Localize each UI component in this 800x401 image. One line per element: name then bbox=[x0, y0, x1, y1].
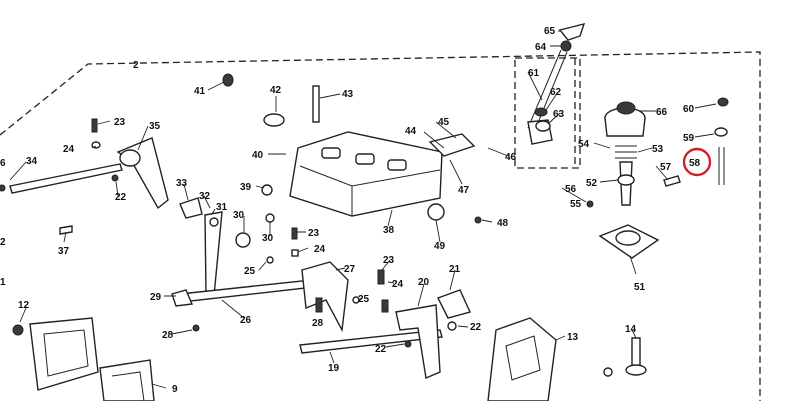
callout-40: 40 bbox=[252, 150, 264, 161]
callout-42: 42 bbox=[270, 85, 282, 96]
callout-2b: 2 bbox=[0, 237, 6, 248]
callout-35: 35 bbox=[149, 121, 161, 132]
shift-rods bbox=[59, 225, 471, 379]
selector-linkage bbox=[179, 197, 299, 297]
callout-26: 26 bbox=[240, 315, 252, 326]
callout-22c: 22 bbox=[375, 344, 387, 355]
callout-9: 9 bbox=[172, 384, 178, 395]
callout-1: 1 bbox=[0, 277, 6, 288]
callout-37: 37 bbox=[58, 246, 70, 257]
callout-59: 59 bbox=[683, 133, 695, 144]
callout-24c: 24 bbox=[392, 279, 404, 290]
callout-29: 29 bbox=[150, 292, 162, 303]
callout-41: 41 bbox=[194, 86, 206, 97]
cover-plates bbox=[12, 317, 155, 401]
callout-34: 34 bbox=[26, 156, 38, 167]
callout-38: 38 bbox=[383, 225, 395, 236]
callout-14: 14 bbox=[625, 324, 637, 335]
callout-30: 30 bbox=[233, 210, 245, 221]
callout-2: 2 bbox=[133, 60, 139, 71]
callout-28b: 28 bbox=[312, 318, 324, 329]
callout-36: 6 bbox=[0, 158, 6, 169]
callout-23: 23 bbox=[114, 117, 126, 128]
callout-32: 32 bbox=[199, 191, 211, 202]
callout-45: 45 bbox=[438, 117, 450, 128]
callout-55: 55 bbox=[570, 199, 582, 210]
callout-21: 21 bbox=[449, 264, 461, 275]
callout-43: 43 bbox=[342, 89, 354, 100]
callout-53: 53 bbox=[652, 144, 664, 155]
callout-52: 52 bbox=[586, 178, 598, 189]
callout-27: 27 bbox=[344, 264, 356, 275]
callout-58: 58 bbox=[689, 158, 701, 169]
callout-47: 47 bbox=[458, 185, 470, 196]
callout-39: 39 bbox=[240, 182, 252, 193]
transmission-case bbox=[487, 317, 647, 401]
callout-54: 54 bbox=[578, 139, 590, 150]
callout-25b: 25 bbox=[358, 294, 370, 305]
callout-61: 61 bbox=[528, 68, 540, 79]
callout-57: 57 bbox=[660, 162, 672, 173]
gear-selector-tower bbox=[586, 97, 729, 259]
callout-33: 33 bbox=[176, 178, 188, 189]
callout-22: 22 bbox=[115, 192, 127, 203]
callout-46: 46 bbox=[505, 152, 517, 163]
callout-22b: 22 bbox=[470, 322, 482, 333]
callout-24b: 24 bbox=[314, 244, 326, 255]
callout-51: 51 bbox=[634, 282, 646, 293]
callout-28: 28 bbox=[162, 330, 174, 341]
assembly-boundary bbox=[0, 51, 761, 401]
callout-20: 20 bbox=[418, 277, 430, 288]
callout-23b: 23 bbox=[308, 228, 320, 239]
callout-30b: 30 bbox=[262, 233, 274, 244]
callout-64: 64 bbox=[535, 42, 547, 53]
callout-44: 44 bbox=[405, 126, 417, 137]
callout-24: 24 bbox=[63, 144, 75, 155]
callout-23c: 23 bbox=[383, 255, 395, 266]
callout-48: 48 bbox=[497, 218, 509, 229]
callout-12: 12 bbox=[18, 300, 30, 311]
shift-arm bbox=[0, 118, 169, 210]
callout-63: 63 bbox=[553, 109, 565, 120]
callout-19: 19 bbox=[328, 363, 340, 374]
callout-65: 65 bbox=[544, 26, 556, 37]
shift-lever bbox=[527, 23, 586, 145]
shift-housing bbox=[222, 73, 482, 224]
callout-13: 13 bbox=[567, 332, 579, 343]
leader-lines bbox=[9, 30, 717, 389]
callout-49: 49 bbox=[434, 241, 446, 252]
highlight-circle bbox=[682, 147, 712, 177]
callout-25: 25 bbox=[244, 266, 256, 277]
callout-66: 66 bbox=[656, 107, 668, 118]
callout-31: 31 bbox=[216, 202, 228, 213]
callout-56: 56 bbox=[565, 184, 577, 195]
callout-labels: 2 65 64 61 62 63 46 66 60 59 54 53 58 52… bbox=[0, 26, 701, 395]
callout-60: 60 bbox=[683, 104, 695, 115]
callout-62: 62 bbox=[550, 87, 562, 98]
